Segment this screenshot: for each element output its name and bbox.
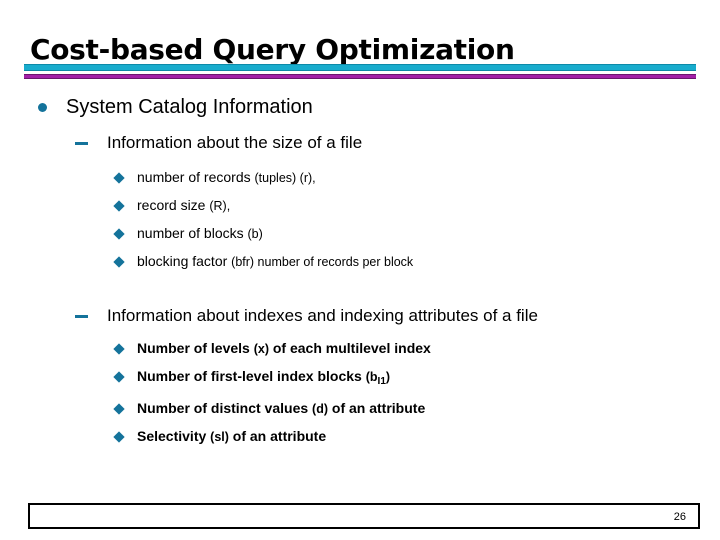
bullet-text-tail: (b) (247, 227, 263, 241)
bullet-text-main: Number of distinct values (137, 400, 313, 416)
bullet-disc-icon (38, 103, 47, 112)
bullet-text-after: of an attribute (328, 400, 426, 416)
bullet-level3-label: Number of first-level index blocks (bI1) (137, 363, 720, 395)
bullet-text-main: Selectivity (137, 428, 211, 444)
page-title: Cost-based Query Optimization (30, 32, 515, 66)
bullet-text-tail: (d) (312, 402, 329, 416)
bullet-level2-size-of-file: Information about the size of a file (75, 130, 720, 158)
bullet-text-tail: (x) (253, 342, 269, 356)
bullet-level2-label: Information about the size of a file (107, 133, 363, 152)
bullet-text-subscript: I1 (377, 376, 386, 387)
bullet-diamond-icon (113, 200, 125, 212)
bullet-diamond-icon (113, 371, 125, 383)
bullet-text-tail: (tuples) (r), (254, 171, 316, 185)
bullet-level2-indexes-and-indexing-attributes: Information about indexes and indexing a… (75, 303, 720, 331)
bullet-level2-label: Information about indexes and indexing a… (107, 306, 538, 325)
bullet-level3-first-level-index-blocks: Number of first-level index blocks (bI1) (113, 363, 720, 395)
bullet-text-after: ) (385, 370, 391, 384)
bullet-text-after: of each multilevel index (268, 340, 431, 356)
bullet-diamond-icon (113, 431, 125, 443)
bullet-level3-label: Number of levels (x) of each multilevel … (137, 335, 720, 362)
bullet-diamond-icon (113, 172, 125, 184)
page-number: 26 (673, 511, 686, 523)
bullet-text-after: of an attribute (228, 428, 327, 444)
bullet-level3-label: record size (R), (137, 192, 720, 219)
bullet-level3-label: number of blocks (b) (137, 220, 720, 247)
slide-body: System Catalog Information Information a… (0, 92, 720, 451)
bullet-diamond-icon (113, 403, 125, 415)
bullet-level3-number-of-records: number of records (tuples) (r), (113, 164, 720, 192)
bullet-level3-blocking-factor: blocking factor (bfr) number of records … (113, 248, 720, 276)
bullet-level1-label: System Catalog Information (66, 96, 313, 118)
bullet-level3-record-size: record size (R), (113, 192, 720, 220)
bullet-diamond-icon (113, 256, 125, 268)
bullet-level3-selectivity: Selectivity (sl) of an attribute (113, 423, 720, 451)
bullet-text-main: Number of first-level index blocks (137, 368, 366, 384)
bullet-diamond-icon (113, 343, 125, 355)
bullet-dash-icon (75, 142, 88, 145)
bullet-level3-label: number of records (tuples) (r), (137, 164, 720, 191)
divider-bar-magenta (24, 74, 696, 79)
section-spacer (0, 276, 720, 303)
divider-bar-cyan (24, 64, 696, 71)
bullet-dash-icon (75, 315, 88, 318)
bullet-level1-system-catalog-information: System Catalog Information (38, 92, 720, 124)
bullet-text-tail: (bfr) number of records per block (231, 255, 414, 269)
bullet-text-tail: (R), (209, 199, 231, 213)
bullet-text-tail: (b (365, 370, 378, 384)
bullet-text-main: number of blocks (137, 225, 248, 241)
bullet-level3-number-of-distinct-values: Number of distinct values (d) of an attr… (113, 395, 720, 423)
bullet-text-main: Number of levels (137, 340, 254, 356)
footer-bar: 26 (28, 503, 700, 529)
bullet-text-main: blocking factor (137, 253, 232, 269)
bullet-text-main: record size (137, 197, 210, 213)
bullet-diamond-icon (113, 228, 125, 240)
bullet-level3-number-of-blocks: number of blocks (b) (113, 220, 720, 248)
bullet-level3-label: Number of distinct values (d) of an attr… (137, 395, 720, 422)
bullet-level3-label: blocking factor (bfr) number of records … (137, 248, 720, 275)
bullet-text-tail: (sl) (210, 430, 229, 444)
bullet-text-main: number of records (137, 169, 255, 185)
bullet-level3-number-of-levels: Number of levels (x) of each multilevel … (113, 335, 720, 363)
bullet-level3-label: Selectivity (sl) of an attribute (137, 423, 720, 450)
